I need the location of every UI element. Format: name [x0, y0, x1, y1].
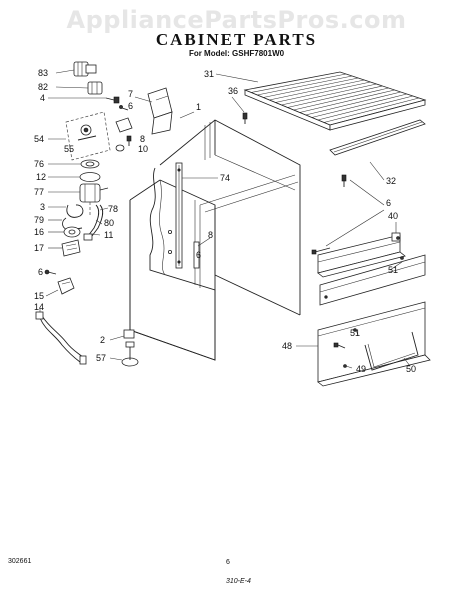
grille-rib: [275, 81, 371, 103]
bracket-clip-4: [115, 117, 133, 133]
callout-3: 3: [40, 202, 45, 212]
grille-rib: [269, 79, 365, 101]
callout-4: 4: [40, 93, 45, 103]
callout-40: 40: [388, 211, 398, 221]
model-line: For Model: GSHF7801W0: [188, 49, 285, 58]
bracket-fastener-8: [126, 135, 132, 146]
leveling-foot-nut: [123, 329, 135, 339]
bushing: [63, 226, 81, 238]
valve-ring: [80, 159, 100, 169]
valve-body: [79, 183, 109, 215]
fitting-nut: [87, 81, 103, 95]
bracket-screw: [311, 247, 331, 255]
grille-rib: [263, 77, 359, 98]
callout-15: 15: [34, 291, 44, 301]
grille-rib: [293, 87, 389, 111]
callout-76: 76: [34, 159, 44, 169]
leveling-foot: [121, 341, 139, 367]
bracket-fastener-6: [119, 105, 129, 111]
cabinet-body: [129, 119, 301, 361]
callout-49: 49: [356, 364, 366, 374]
grille-rib: [257, 75, 353, 96]
vertical-bracket: [175, 162, 183, 269]
callout-6-inner: 6: [196, 250, 201, 260]
callout-74: 74: [220, 173, 230, 183]
callout-6-mid: 6: [128, 101, 133, 111]
spring-clip: [66, 204, 84, 218]
front-plate: [319, 254, 426, 306]
callout-83: 83: [38, 68, 48, 78]
callout-17: 17: [34, 243, 44, 253]
page-title: CABINET PARTS: [155, 30, 318, 49]
callout-7: 7: [128, 89, 133, 99]
callout-51-lower: 51: [350, 328, 360, 338]
grille-rib: [323, 97, 420, 123]
callout-16: 16: [34, 227, 44, 237]
callout-8-mid: 8: [140, 134, 145, 144]
control-bracket: [147, 87, 173, 135]
grommet: [61, 239, 81, 257]
callout-54: 54: [34, 134, 44, 144]
clip-assembly: [65, 111, 111, 161]
callout-8-inner: 8: [208, 230, 213, 240]
bracket-nut-10: [115, 144, 125, 152]
callout-2: 2: [100, 335, 105, 345]
callout-77: 77: [34, 187, 44, 197]
callout-10: 10: [138, 144, 148, 154]
callout-12: 12: [36, 172, 46, 182]
door-panel: [317, 301, 431, 387]
top-screw: [242, 112, 248, 124]
callout-79: 79: [34, 215, 44, 225]
handle-screw: [333, 342, 346, 349]
door-handle: [364, 331, 419, 371]
callout-6-right: 6: [386, 198, 391, 208]
callout-32: 32: [386, 176, 396, 186]
grille-rib: [299, 89, 395, 113]
grille-rib: [287, 85, 383, 108]
grille-rib: [317, 95, 413, 121]
power-cord: [35, 311, 87, 365]
grille-rib: [305, 91, 401, 116]
callout-14: 14: [34, 302, 44, 312]
callout-labels: 83 82 4 54 55 76 12 77 3 79 16 17 6 15 1…: [34, 68, 416, 374]
grille-rib: [251, 73, 347, 93]
callout-1: 1: [196, 102, 201, 112]
callout-48: 48: [282, 341, 292, 351]
callout-78: 78: [108, 204, 118, 214]
callout-55: 55: [64, 144, 74, 154]
top-trim-strip: [329, 119, 426, 156]
o-ring: [79, 172, 101, 182]
top-panel: [243, 71, 427, 131]
hinge-bracket: [317, 232, 406, 288]
cord-clamp: [57, 277, 75, 295]
inlet-fitting: [73, 61, 97, 77]
footer-page-number: 6: [226, 559, 230, 566]
callout-31: 31: [204, 69, 214, 79]
callout-36: 36: [228, 86, 238, 96]
callout-11: 11: [104, 230, 113, 240]
grille-rib: [281, 83, 377, 106]
callout-57: 57: [96, 353, 106, 363]
leader-lines: [39, 69, 411, 369]
callout-6-left: 6: [38, 267, 43, 277]
footer-right-note: 310-E-4: [226, 578, 251, 585]
callout-51-upper: 51: [388, 265, 398, 275]
callout-82: 82: [38, 82, 48, 92]
inner-bracket: [193, 241, 200, 269]
grille-rib: [311, 93, 407, 118]
callout-80: 80: [104, 218, 114, 228]
drain-tube: [83, 204, 104, 241]
strip-screw: [341, 174, 347, 187]
small-screw: [105, 96, 120, 104]
watermark: AppliancePartsPros.com: [66, 6, 407, 34]
callout-50: 50: [406, 364, 416, 374]
screw-left: [44, 269, 57, 275]
footer-left-code: 302661: [8, 558, 32, 565]
